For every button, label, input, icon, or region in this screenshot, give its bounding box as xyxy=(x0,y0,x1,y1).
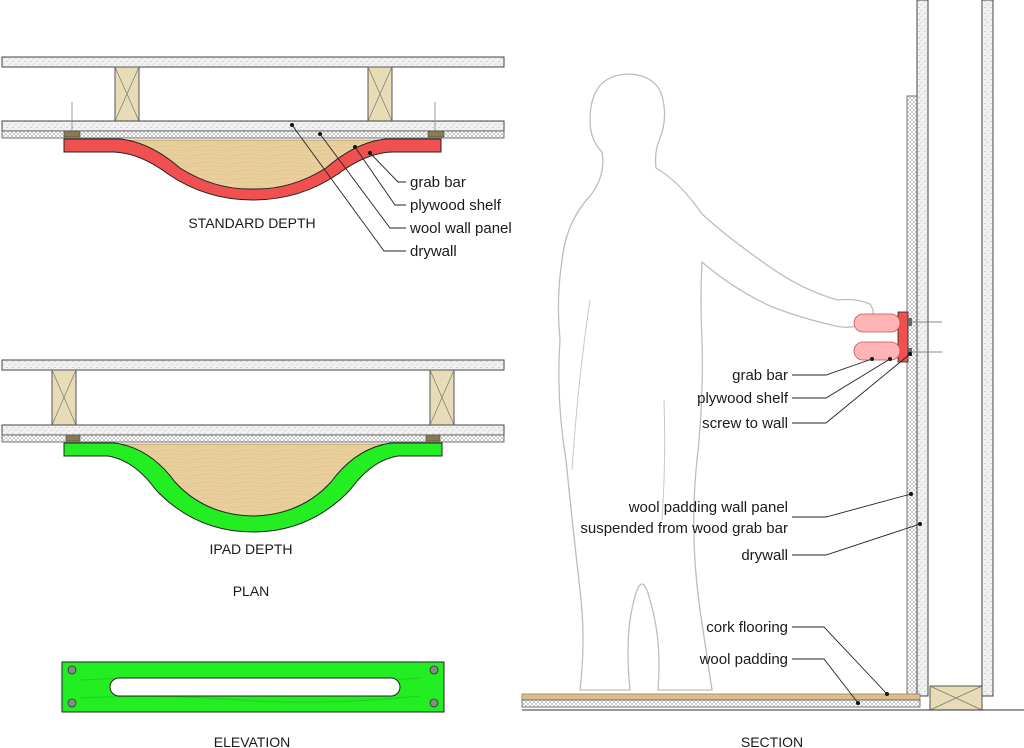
screw-icon xyxy=(429,665,439,675)
grab-bar-section-upper xyxy=(853,313,901,333)
cork-flooring xyxy=(521,693,921,701)
wool-padding-floor xyxy=(521,699,921,708)
hand-slot xyxy=(109,677,401,697)
label-suspended-from-grab-bar: suspended from wood grab bar xyxy=(580,520,788,537)
standard-depth-title: STANDARD DEPTH xyxy=(188,215,315,231)
section: grab bar plywood shelf screw to wall woo… xyxy=(521,0,1024,748)
ipad-depth-title: IPAD DEPTH xyxy=(210,541,293,557)
elevation: ELEVATION xyxy=(61,661,445,748)
label-cork-flooring: cork flooring xyxy=(706,619,788,636)
section-title: SECTION xyxy=(741,734,803,748)
grab-bar-section-lower xyxy=(853,341,901,361)
human-figure-icon xyxy=(557,73,874,691)
label-plywood-shelf: plywood shelf xyxy=(410,197,502,214)
screw-icon xyxy=(67,698,77,708)
label-grab-bar: grab bar xyxy=(732,367,788,384)
plan-title: PLAN xyxy=(233,583,270,599)
wall-outer-layer xyxy=(981,0,994,697)
plywood-shelf-section xyxy=(897,311,909,363)
plan-standard-depth: STANDARD DEPTH grab bar plywood shelf wo… xyxy=(1,56,512,260)
plan-ipad-depth: IPAD DEPTH PLAN xyxy=(1,359,505,599)
label-wool-padding-wall-panel: wool padding wall panel xyxy=(628,499,788,516)
wall-layer-top xyxy=(1,359,505,371)
label-wool-wall-panel: wool wall panel xyxy=(409,220,512,237)
label-drywall: drywall xyxy=(410,243,457,260)
label-wool-padding: wool padding xyxy=(699,651,788,668)
drywall-section xyxy=(916,0,929,697)
wool-wall-panel-layer xyxy=(1,130,505,139)
drywall-layer xyxy=(1,120,505,132)
section-leaders xyxy=(792,352,922,705)
screw-icon xyxy=(429,698,439,708)
grab-bar-standard xyxy=(63,138,442,201)
label-grab-bar: grab bar xyxy=(410,174,466,191)
screw-icon xyxy=(67,665,77,675)
plan-leaders xyxy=(290,123,406,252)
grab-bar-ipad xyxy=(63,442,443,533)
label-screw-to-wall: screw to wall xyxy=(702,415,788,432)
label-plywood-shelf: plywood shelf xyxy=(697,390,789,407)
label-drywall: drywall xyxy=(741,547,788,564)
elevation-title: ELEVATION xyxy=(214,734,291,748)
wall-layer-top xyxy=(1,56,505,68)
drywall-layer xyxy=(1,424,505,436)
wool-wall-panel-layer xyxy=(1,434,505,443)
wool-padding-wall-panel xyxy=(906,95,918,697)
